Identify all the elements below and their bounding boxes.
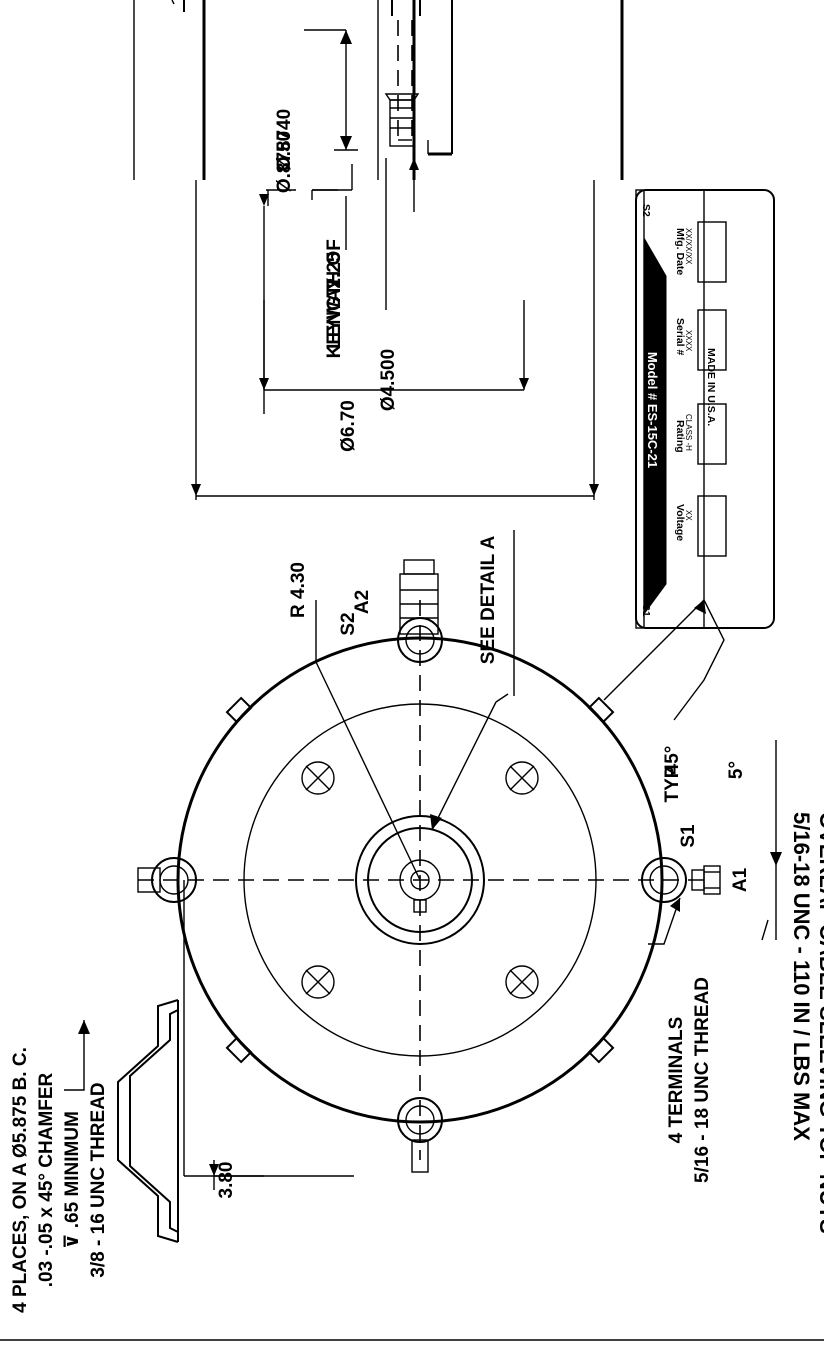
- key-insert: [384, 93, 420, 147]
- nameplate-field-serial: Serial # XXXX: [674, 309, 727, 371]
- svg-text:XX: XX: [684, 510, 693, 521]
- mounting-note-2: ⊽ .65 MINIMUM: [62, 1111, 83, 1249]
- body-dia: Ø6.70: [338, 400, 359, 452]
- nameplate-field-voltage: Voltage XX: [674, 495, 727, 557]
- svg-text:Serial #: Serial #: [674, 318, 686, 356]
- terminal-boss-a1: [641, 857, 721, 903]
- nameplate-made-in: MADE IN U.S.A.: [705, 348, 717, 426]
- svg-text:Voltage: Voltage: [674, 504, 686, 541]
- terminal-thread-2: 4 TERMINALS: [666, 1017, 687, 1144]
- angle-typ: 45°: [662, 746, 683, 775]
- terminal-a1: A1: [730, 867, 751, 892]
- terminal-s1: S1: [678, 824, 699, 848]
- svg-text:Rating: Rating: [674, 420, 686, 453]
- nameplate-left-tag: S2: [640, 204, 652, 217]
- tapped-hole-4: [301, 965, 335, 999]
- torque-note: 5/16-18 UNC - 110 IN / LBS MAX: [789, 812, 814, 1141]
- shaft-dia-max: Ø.8750: [274, 131, 295, 193]
- see-detail-a: SEE DETAIL A: [478, 536, 499, 665]
- svg-text:XX/XX/XX: XX/XX/XX: [684, 228, 693, 265]
- mount-boss-bottom: [397, 1097, 443, 1173]
- nameplate-model: Model # ES-15C-21: [645, 352, 660, 468]
- svg-text:Mfg. Date: Mfg. Date: [674, 228, 686, 275]
- angle-small: 5°: [726, 761, 747, 779]
- tapped-hole-1: [505, 761, 539, 795]
- mount-boss-left: [137, 857, 197, 903]
- mounting-note-3: .03 -.05 x 45° CHAMFER: [36, 1072, 57, 1287]
- angle-typ-label: TYP: [662, 765, 683, 802]
- overlap-note: OVERLAP CABLE SLEEVING TOP NUTS: [815, 812, 824, 1234]
- tapped-hole-2: [505, 965, 539, 999]
- pilot-dia: Ø4.500: [378, 349, 399, 411]
- keyway-length: 2.25: [324, 251, 345, 288]
- mounting-note-1: 3/8 - 16 UNC THREAD: [88, 1082, 109, 1277]
- mounting-note-4: 4 PLACES, ON A Ø5.875 B. C.: [10, 1047, 31, 1313]
- radius-dim: R 4.30: [288, 562, 309, 618]
- svg-text:CLASS -H: CLASS -H: [684, 414, 693, 451]
- rim-bolt-heads: [225, 696, 615, 1064]
- terminal-a2: A2: [352, 590, 373, 614]
- keyway-label-1: LENGTH OF: [324, 239, 345, 349]
- nameplate-field-rating: Rating CLASS -H: [674, 403, 727, 465]
- terminal-s2: S2: [338, 612, 359, 635]
- mounting-foot: [117, 999, 179, 1243]
- terminal-boss-a2: [397, 559, 443, 663]
- nameplate-field-mfg-date: Mfg. Date XX/XX/XX: [674, 221, 727, 283]
- svg-text:XXXX: XXXX: [684, 330, 693, 352]
- front-view: [117, 559, 721, 1243]
- terminal-thread-1: 5/16 - 18 UNC THREAD: [692, 977, 713, 1183]
- keyway-label-2: KEYWAY: [324, 277, 345, 358]
- shaft-dia-min: Ø.8740: [274, 109, 295, 171]
- foot-height: 3.80: [216, 1162, 237, 1199]
- shaft-view: [133, 0, 624, 310]
- nameplate: Model # ES-15C-21 S2 S1 Mfg. Date XX/XX/…: [635, 189, 775, 629]
- tapped-hole-3: [301, 761, 335, 795]
- nameplate-right-tag: S1: [640, 604, 652, 617]
